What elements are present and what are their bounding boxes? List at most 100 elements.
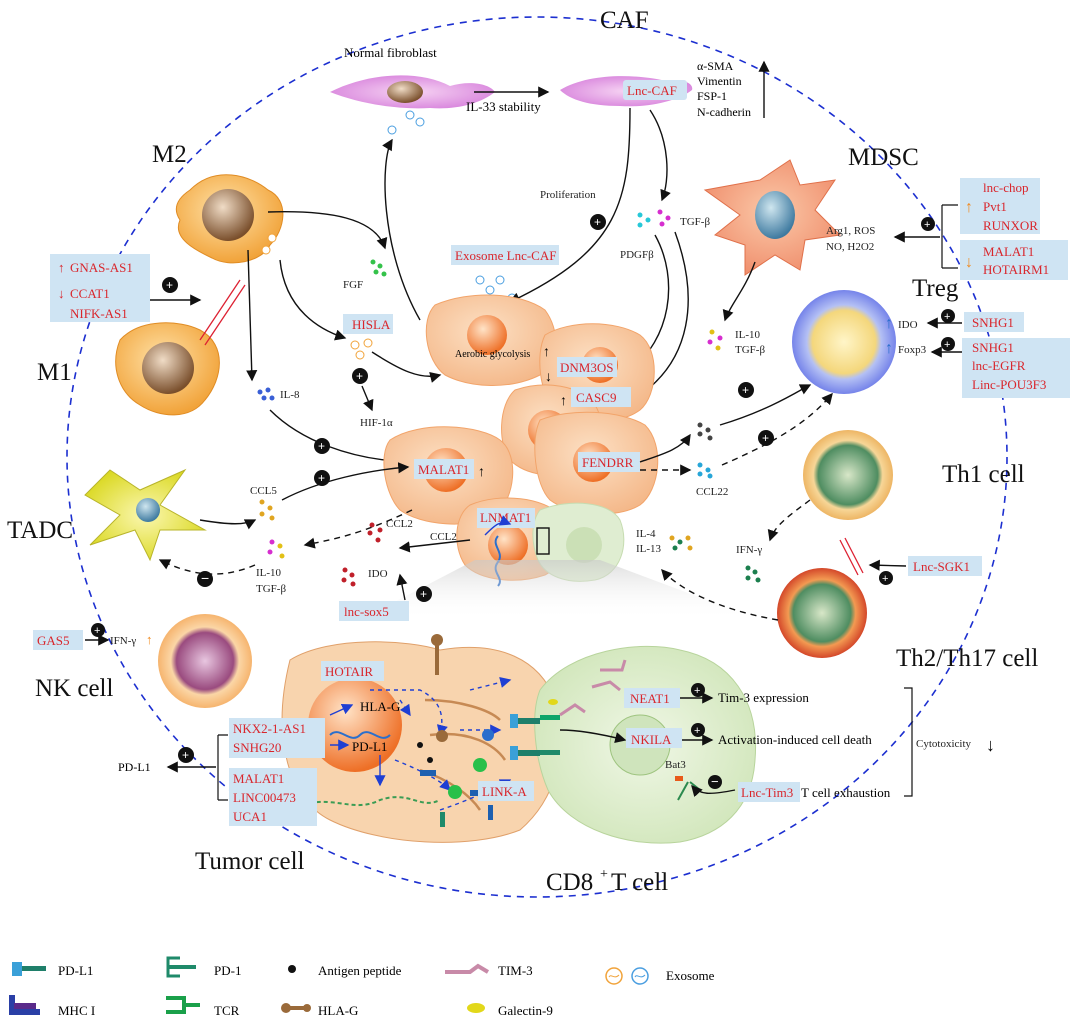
tme-boundary [66, 16, 1008, 898]
tgfb-label-mdsc: TGF-β [735, 344, 765, 356]
malat1-tumor: MALAT1 [418, 462, 469, 477]
no-label: NO, H2O2 [826, 241, 874, 253]
il8-label: IL-8 [280, 389, 300, 401]
legend-hlag-label: HLA-G [318, 1003, 358, 1018]
legend-tim3: TIM-3 [445, 963, 533, 978]
lnc-chop: lnc-chop [983, 180, 1028, 195]
fendrr: FENDRR [582, 455, 634, 470]
legend-hlag: HLA-G [281, 1003, 358, 1018]
svg-text:↑: ↑ [885, 340, 893, 357]
svg-text:↓: ↓ [965, 254, 973, 271]
hotairm1: HOTAIRM1 [983, 262, 1049, 277]
hlag-label: HLA-G [360, 699, 400, 714]
il10-dots-mdsc [707, 329, 723, 351]
th1-ifng-arrow [767, 499, 811, 542]
tumor-cluster [383, 294, 659, 582]
pdgfb-dots [637, 209, 671, 228]
ido-label-tumor: IDO [368, 568, 388, 580]
svg-text:+: + [166, 278, 173, 292]
th2-cell [777, 568, 867, 658]
fgf-dots [370, 259, 387, 277]
nkx2-1-as1: NKX2-1-AS1 [233, 721, 306, 736]
lnc-sgk1: Lnc-SGK1 [913, 559, 970, 574]
normal-fibroblast-exosomes [387, 110, 425, 135]
ccl5-dots [259, 499, 275, 521]
svg-text:+: + [182, 748, 189, 762]
linc-pou3f3: Linc-POU3F3 [972, 377, 1046, 392]
legend-pd1: PD-1 [166, 956, 241, 978]
ccat1: CCAT1 [70, 286, 110, 301]
svg-text:↑: ↑ [543, 345, 550, 360]
tumor-dna-icon [329, 731, 391, 739]
lnmat1-ccl2-arrow [484, 515, 512, 536]
hotair: HOTAIR [325, 664, 373, 679]
svg-text:+: + [318, 471, 325, 485]
ido-arrow [396, 573, 408, 601]
caf-cell: Lnc-CAF [560, 76, 693, 107]
normal-fibroblast-label: Normal fibroblast [344, 45, 437, 60]
svg-text:+: + [742, 383, 749, 397]
nk-title: NK cell [35, 675, 113, 702]
legend-pdl1-label: PD-L1 [58, 963, 93, 978]
m1-m2-lnc-box: ↑ GNAS-AS1 ↓ CCAT1 NIFK-AS1 [50, 254, 150, 322]
pdl1-inner-label: PD-L1 [352, 739, 387, 754]
linc00473: LINC00473 [233, 790, 296, 805]
fgf-arrow [267, 211, 388, 250]
tgfb-label: TGF-β [680, 216, 710, 228]
ccl5-malat1-arrow [281, 462, 410, 501]
nkila: NKILA [631, 732, 672, 747]
m1-macrophage [115, 322, 220, 416]
hisla: HISLA [352, 317, 391, 332]
vimentin-label: Vimentin [697, 74, 742, 88]
il10-label-mdsc: IL-10 [735, 329, 761, 341]
ido-label-treg: IDO [898, 319, 918, 331]
svg-text:+: + [944, 339, 950, 351]
svg-text:+: + [924, 219, 930, 231]
svg-text:−: − [711, 774, 719, 789]
tadc-ccl5-arrow [199, 519, 257, 530]
ifng-nk-label: IFN-γ [110, 635, 136, 647]
ccl2-arrow [398, 539, 471, 553]
link-a: LINK-A [482, 784, 527, 799]
svg-text:↑: ↑ [885, 315, 893, 332]
pdgfb-label: PDGFβ [620, 249, 654, 261]
svg-text:↓: ↓ [986, 735, 995, 755]
svg-text:↑: ↑ [965, 199, 973, 216]
malat1-il10-arrow [303, 509, 413, 549]
svg-text:+: + [694, 725, 700, 737]
legend-exosome-label: Exosome [666, 968, 715, 983]
exosome-lnc-caf: Exosome Lnc-CAF [455, 248, 556, 263]
ccl22-treg-arrow [721, 392, 833, 466]
ccl22-dots [697, 462, 713, 479]
tadc-cell [84, 468, 207, 562]
legend-mhc: MHC I [9, 995, 95, 1018]
svg-text:+: + [318, 439, 325, 453]
mdsc-cell [703, 159, 842, 276]
treg-title: Treg [912, 275, 959, 302]
lnc-caf: Lnc-CAF [627, 83, 677, 98]
il8-dots [257, 387, 275, 401]
legend-pdl1: PD-L1 [12, 962, 93, 978]
normal-fibroblast-cell [330, 75, 495, 109]
svg-text:↑: ↑ [478, 465, 485, 480]
caf-title: CAF [600, 7, 649, 34]
runxor: RUNXOR [983, 218, 1038, 233]
malat1-mdsc: MALAT1 [983, 244, 1034, 259]
th1-th2-conversion [839, 537, 864, 576]
svg-text:+: + [356, 369, 363, 383]
tumor-pdl1-lnc-box: NKX2-1-AS1 SNHG20 MALAT1 LINC00473 UCA1 [229, 718, 325, 826]
m2-macrophage [175, 174, 284, 264]
uca1: UCA1 [233, 809, 267, 824]
mdsc-up-lnc-box: ↑ lnc-chop Pvt1 RUNXOR [960, 178, 1040, 234]
svg-text:↓: ↓ [545, 370, 552, 385]
pdl1-output-label: PD-L1 [118, 760, 151, 774]
mdsc-il10-arrow [722, 261, 756, 322]
ccl2-label-a: CCL2 [386, 518, 413, 530]
foxp3-label: Foxp3 [898, 344, 927, 356]
m2-title: M2 [152, 141, 187, 168]
ifng-dots [745, 565, 761, 583]
zoom-box [536, 527, 550, 555]
exhaustion-label: T cell exhaustion [801, 785, 891, 800]
treg-lnc-box: SNHG1 lnc-EGFR Linc-POU3F3 [962, 338, 1070, 398]
bat3-label: Bat3 [665, 759, 686, 771]
